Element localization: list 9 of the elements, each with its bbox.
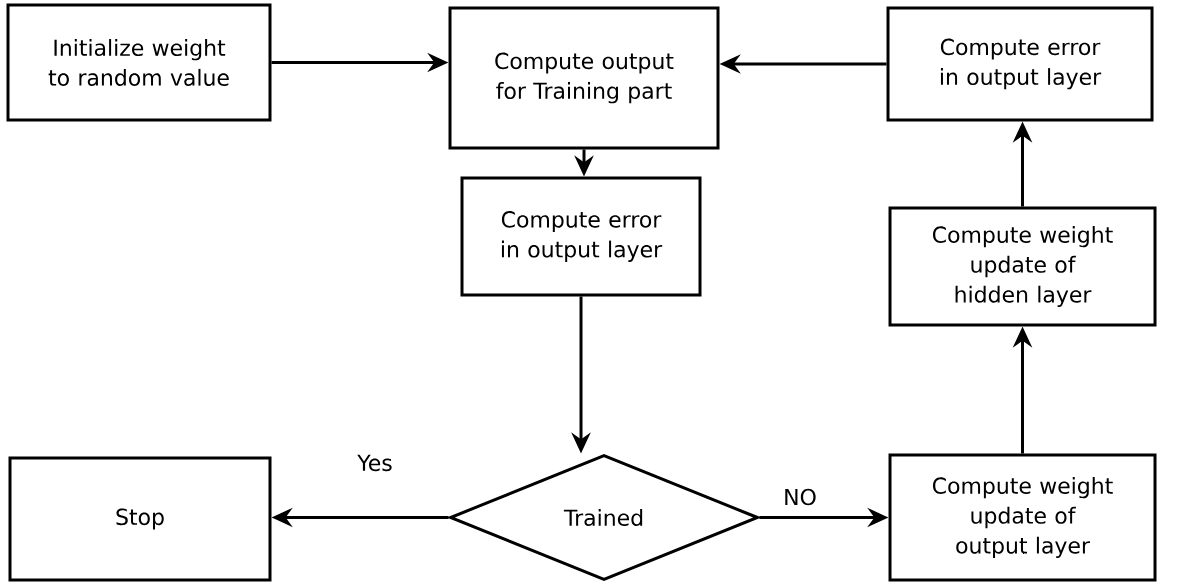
edge-label: Yes — [355, 453, 395, 473]
process-box: Stop — [8, 456, 272, 582]
process-box: Compute weight update of output layer — [888, 453, 1157, 582]
process-box: Compute output for Training part — [448, 6, 720, 150]
process-box: Initialize weight to random value — [6, 3, 272, 122]
process-box: Compute error in output layer — [886, 6, 1154, 122]
process-box: Compute error in output layer — [460, 176, 702, 297]
process-box: Compute weight update of hidden layer — [888, 206, 1157, 327]
edge-label: NO — [781, 486, 819, 508]
